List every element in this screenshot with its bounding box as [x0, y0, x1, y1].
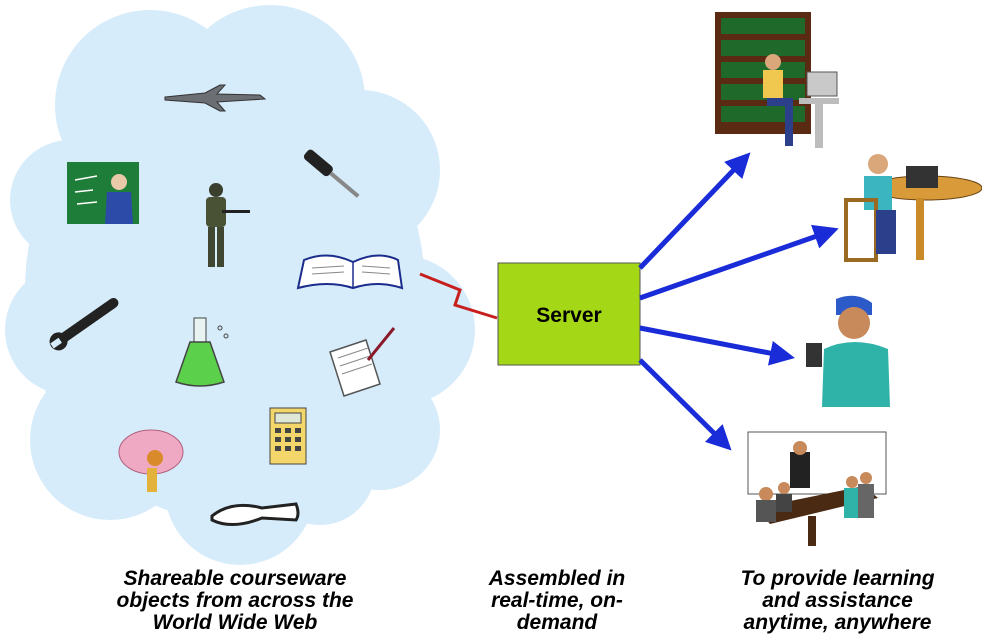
screwdriver-icon — [303, 149, 360, 198]
caption-courseware-objects: Shareable courseware objects from across… — [70, 568, 400, 634]
fighter-jet-icon — [164, 84, 267, 112]
caption-right-line-3: anytime, anywhere — [743, 611, 932, 634]
wrench-icon — [49, 297, 119, 351]
arrow-to-meeting — [638, 358, 732, 451]
open-book-icon — [296, 254, 404, 290]
teacher-at-chalkboard-icon — [67, 162, 139, 224]
caption-mid-line-2: real-time, on- — [491, 589, 623, 612]
caption-left-line-3: World Wide Web — [152, 611, 318, 634]
arrow-to-worker — [639, 325, 795, 366]
chemistry-flask-icon — [175, 317, 229, 387]
courseware-cloud — [5, 5, 475, 565]
arrow-to-laptop — [639, 224, 839, 301]
server-node: Server — [497, 262, 641, 366]
network-link — [419, 272, 498, 320]
caption-mid-line-3: demand — [516, 611, 598, 634]
caption-left-line-1: Shareable courseware — [123, 567, 347, 590]
pliers-icon — [210, 502, 300, 526]
brain-icon — [118, 429, 184, 492]
soldier-icon — [206, 183, 250, 267]
person-at-laptop-desk-icon — [844, 154, 982, 262]
server-label: Server — [536, 304, 601, 327]
caption-left-line-2: objects from across the — [116, 589, 354, 612]
worker-with-handheld-device-icon — [806, 295, 890, 407]
caption-provide-learning: To provide learning and assistance anyti… — [700, 568, 975, 634]
caption-mid-line-1: Assembled in — [488, 567, 626, 590]
meeting-room-icon — [747, 431, 887, 546]
paper-and-pen-icon — [329, 327, 396, 397]
caption-right-line-1: To provide learning — [740, 567, 935, 590]
distribution-arrows — [638, 152, 839, 451]
arrow-to-library — [638, 152, 751, 270]
caption-right-line-2: and assistance — [762, 589, 913, 612]
calculator-icon — [269, 407, 307, 465]
person-at-computer-in-library-icon — [715, 12, 839, 148]
caption-assembled: Assembled in real-time, on- demand — [452, 568, 662, 634]
